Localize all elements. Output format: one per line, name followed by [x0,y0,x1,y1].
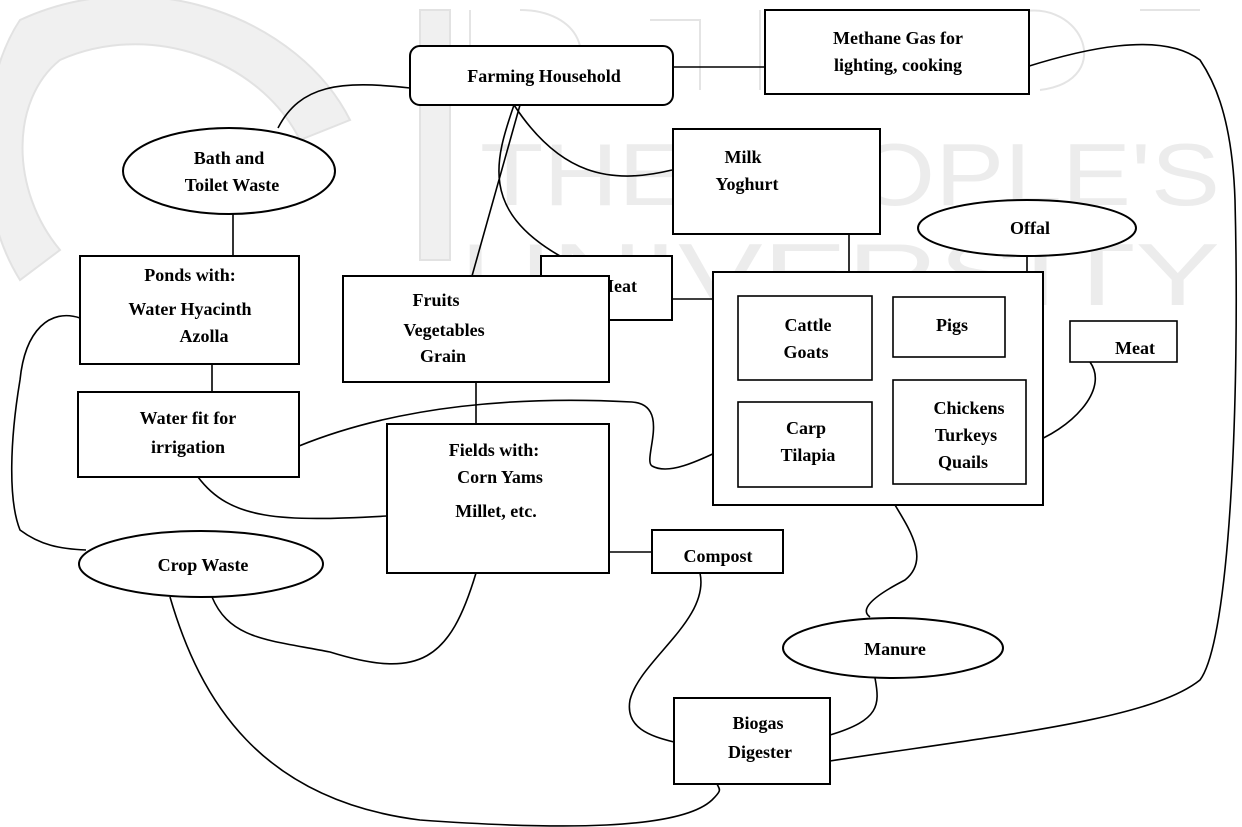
edge-water-fields [197,476,388,520]
node-carp-tilapia: Carp Tilapia [737,401,873,488]
edge-household-fruits [471,104,521,277]
watermark-logo-arc [0,0,352,282]
chickens-label: Chickens [933,398,1004,418]
edge-biogas-methane [829,43,1238,762]
edge-ponds-cropwaste [10,314,87,551]
node-water-irrigation: Water fit for irrigation [77,391,300,478]
fields-label-2: Corn Yams [457,467,543,487]
water-irrigation-label-2: irrigation [151,437,225,457]
ponds-label-1: Ponds with: [144,265,236,285]
goats-label: Goats [784,342,829,362]
node-meat-right: Meat [1069,320,1178,363]
node-offal: Offal [917,199,1137,257]
milk-label: Milk [724,147,761,167]
node-biogas-digester: Biogas Digester [673,697,831,785]
compost-label: Compost [683,546,752,566]
cattle-label: Cattle [785,315,832,335]
digester-label: Digester [728,742,792,762]
edge-compost-biogas [628,572,702,743]
ponds-label-3: Azolla [180,326,229,346]
bath-toilet-label-1: Bath and [194,148,265,168]
node-poultry: Chickens Turkeys Quails [892,379,1027,485]
manure-label: Manure [864,639,926,659]
methane-gas-label-1: Methane Gas for [833,28,963,48]
biogas-label: Biogas [732,713,783,733]
turkeys-label: Turkeys [935,425,997,445]
offal-label: Offal [1010,218,1050,238]
node-farming-household: Farming Household [409,45,674,106]
fruits-label: Fruits [413,290,460,310]
edge-fields-cropwaste [211,572,477,665]
pigs-label: Pigs [936,315,968,335]
node-bath-toilet-waste: Bath and Toilet Waste [122,127,336,215]
edge-livestock-manure [865,504,918,618]
node-cattle-goats: Cattle Goats [737,295,873,381]
bath-toilet-label-2: Toilet Waste [185,175,280,195]
node-fruits-vegetables-grain: Fruits Vegetables Grain [342,275,610,383]
edge-household-milk [513,104,673,177]
yoghurt-label: Yoghurt [715,174,778,194]
node-methane-gas: Methane Gas for lighting, cooking [764,9,1030,95]
water-irrigation-label-1: Water fit for [140,408,237,428]
methane-gas-label-2: lighting, cooking [834,55,962,75]
node-ponds: Ponds with: Water Hyacinth Azolla [79,255,300,365]
edge-manure-biogas [829,677,878,736]
node-pigs: Pigs [892,296,1006,358]
quails-label: Quails [938,452,988,472]
node-crop-waste: Crop Waste [78,530,324,598]
fields-label-3: Millet, etc. [455,501,536,521]
node-compost: Compost [651,529,784,574]
grain-label: Grain [420,346,466,366]
farming-household-label: Farming Household [467,66,621,86]
connections [10,43,1238,827]
fields-label-1: Fields with: [449,440,540,460]
node-manure: Manure [782,617,1004,679]
carp-label: Carp [786,418,826,438]
vegetables-label: Vegetables [403,320,484,340]
edge-household-bath-waste [277,84,411,129]
ponds-label-2: Water Hyacinth [128,299,251,319]
node-milk-yoghurt: Milk Yoghurt [672,128,881,235]
crop-waste-label: Crop Waste [158,555,249,575]
tilapia-label: Tilapia [781,445,836,465]
edge-household-meat [498,104,561,257]
node-fields: Fields with: Corn Yams Millet, etc. [386,423,610,574]
edge-water-carp [298,399,739,470]
meat-right-label: Meat [1115,338,1155,358]
edge-cropwaste-biogas [169,596,721,827]
